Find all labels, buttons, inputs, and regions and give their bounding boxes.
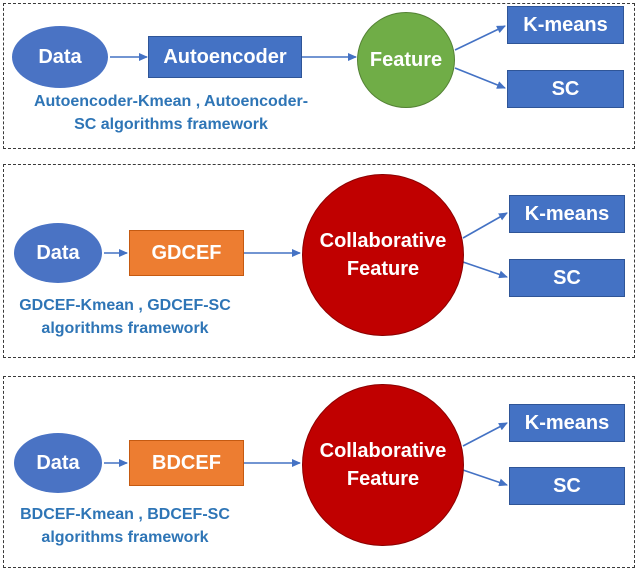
caption-line: algorithms framework [41, 320, 209, 337]
data-node: Data [14, 223, 102, 283]
collaborative-feature-node: Collaborative Feature [302, 174, 464, 336]
node-label-line: Feature [346, 468, 420, 490]
caption-line: GDCEF-Kmean , GDCEF-SC [19, 297, 231, 314]
sc-box: SC [509, 467, 625, 505]
node-label-line: Collaborative [319, 440, 447, 462]
caption-line: algorithms framework [41, 529, 209, 546]
framework-caption: GDCEF-Kmean , GDCEF-SC algorithms framew… [14, 294, 236, 340]
arrow-collaborative-to-kmeans-3 [462, 422, 508, 447]
data-node: Data [12, 26, 108, 88]
data-node: Data [14, 433, 102, 493]
sc-box: SC [507, 70, 624, 108]
collaborative-feature-node: Collaborative Feature [302, 384, 464, 546]
autoencoder-framework-panel [3, 3, 635, 149]
arrow-collaborative-to-sc-3 [462, 469, 508, 487]
sc-box: SC [509, 259, 625, 297]
kmeans-box: K-means [509, 404, 625, 442]
bdcef-box: BDCEF [129, 440, 244, 486]
node-label-line: Feature [346, 258, 420, 280]
framework-caption: Autoencoder-Kmean , Autoencoder- SC algo… [12, 90, 330, 136]
feature-node: Feature [357, 12, 455, 108]
node-label-line: Collaborative [319, 230, 447, 252]
caption-line: BDCEF-Kmean , BDCEF-SC [20, 506, 230, 523]
caption-line: SC algorithms framework [74, 116, 268, 133]
arrow-feature-to-kmeans [454, 25, 506, 51]
bdcef-framework-panel [3, 376, 635, 568]
arrow-feature-to-sc [454, 67, 506, 89]
kmeans-box: K-means [509, 195, 625, 233]
arrow-collaborative-to-kmeans [462, 212, 508, 239]
gdcef-framework-panel [3, 164, 635, 358]
arrow-collaborative-to-sc [462, 261, 508, 279]
caption-line: Autoencoder-Kmean , Autoencoder- [33, 93, 309, 110]
gdcef-box: GDCEF [129, 230, 244, 276]
framework-caption: BDCEF-Kmean , BDCEF-SC algorithms framew… [14, 503, 236, 549]
kmeans-box: K-means [507, 6, 624, 44]
autoencoder-box: Autoencoder [148, 36, 302, 78]
